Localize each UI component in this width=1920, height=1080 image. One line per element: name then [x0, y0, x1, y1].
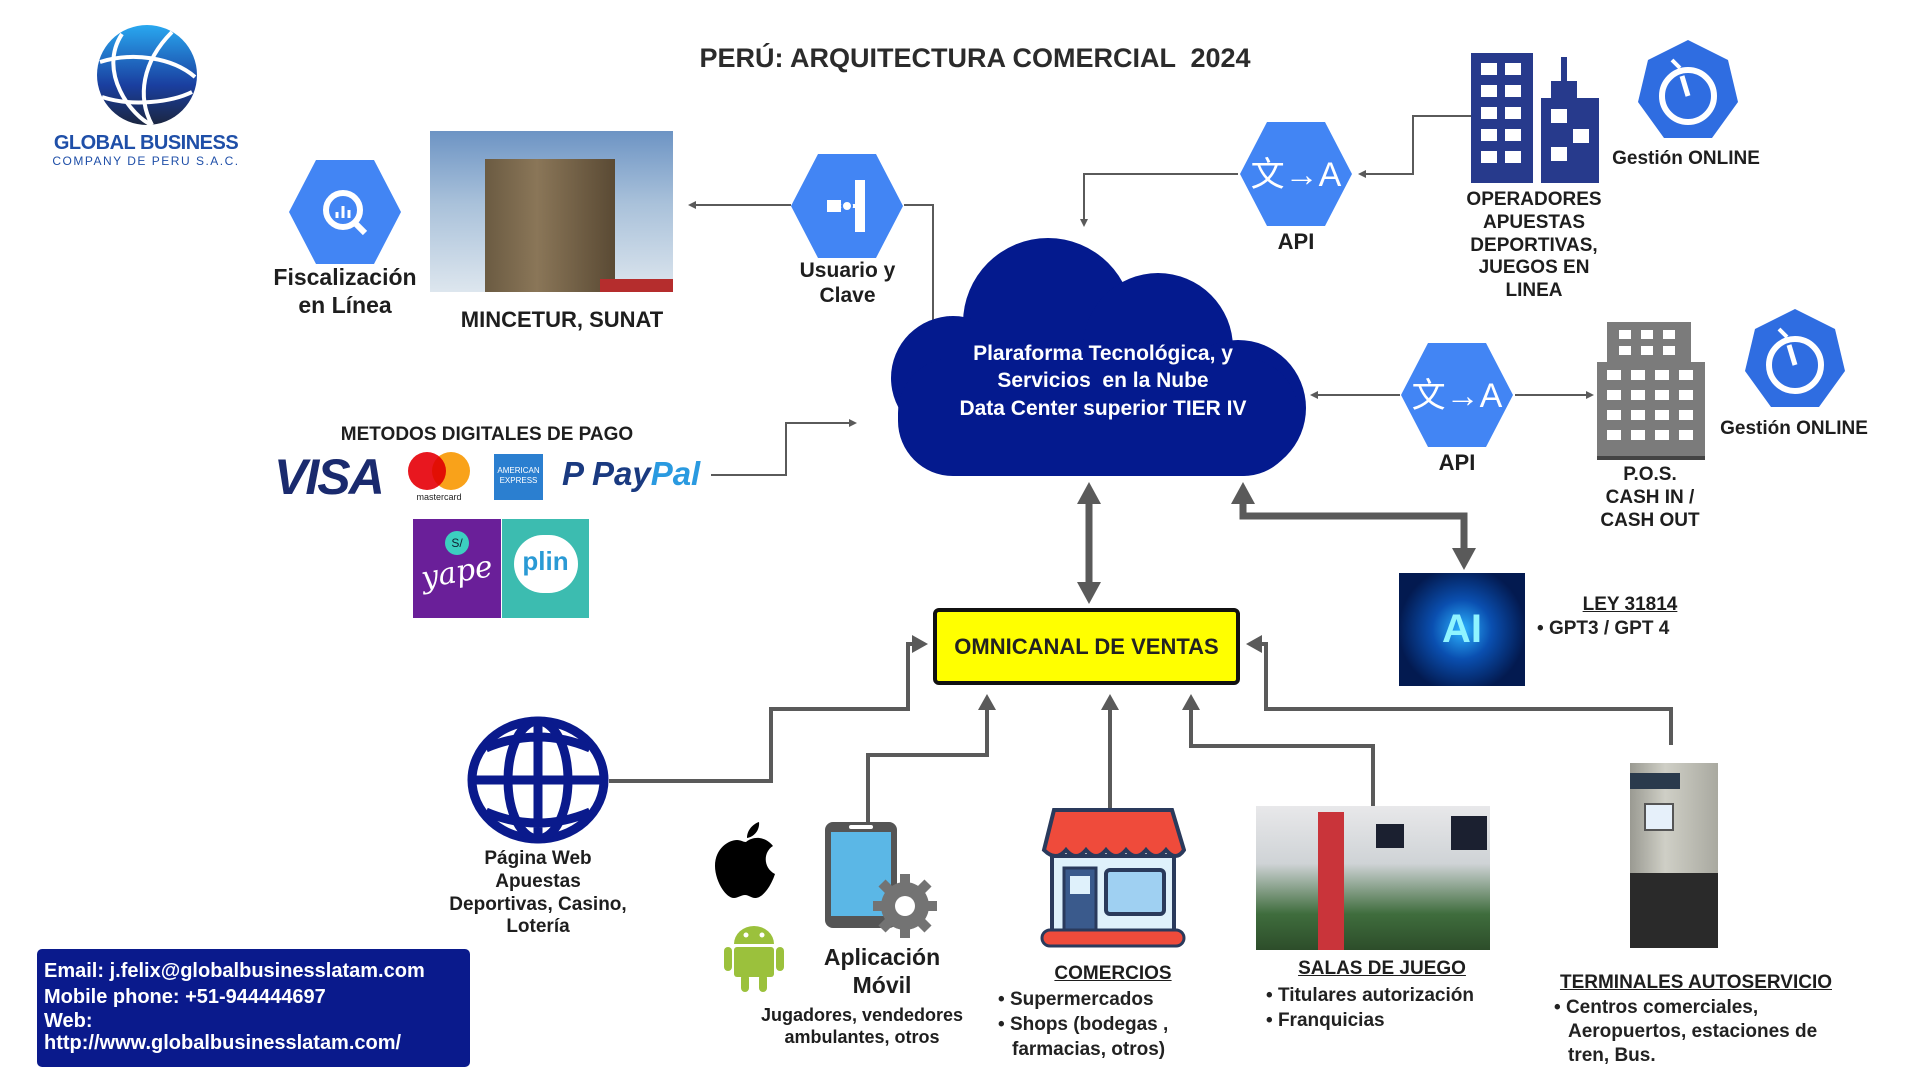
arrow-salas-omnicanal [1182, 694, 1375, 806]
gestion-online-label-2: Gestión ONLINE [1720, 418, 1868, 439]
office-buildings-icon [1471, 53, 1599, 183]
api-mid-label: API [1438, 450, 1476, 475]
api-translate-hex-icon-2 [1401, 343, 1513, 447]
company-logo: GLOBAL BUSINESS COMPANY DE PERU S.A.C. [40, 20, 252, 170]
pos-label: P.O.S.CASH IN /CASH OUT [1600, 464, 1700, 531]
pos-building-icon [1597, 322, 1705, 460]
arrow-app-omnicanal [866, 694, 996, 824]
api-glyph: 文→A [1250, 156, 1342, 194]
visa-logo: VISA [274, 449, 385, 505]
ai-image: AI [1399, 573, 1525, 686]
gestion-online-label-1: Gestión ONLINE [1612, 148, 1760, 169]
salas-title: SALAS DE JUEGO [1298, 958, 1466, 979]
mincetur-building-photo [430, 131, 673, 292]
self-service-kiosk-photo [1630, 763, 1722, 958]
payment-methods-title: METODOS DIGITALES DE PAGO [340, 424, 634, 445]
paypal-logo: P PayPal [562, 455, 701, 492]
logo-name: GLOBAL BUSINESS [53, 132, 239, 154]
plin-logo: plin [502, 519, 589, 618]
page-title: PERÚ: ARQUITECTURA COMERCIAL 2024 [699, 43, 1251, 73]
contact-phone[interactable]: Mobile phone: +51-944444697 [44, 986, 326, 1008]
contact-web-label: Web: [44, 1010, 93, 1032]
globe-web-icon [467, 716, 609, 844]
terminales-list: Centros comerciales,Aeropuertos, estacio… [1554, 996, 1817, 1068]
arrow-cloud-ai [1231, 482, 1476, 570]
mastercard-logo: mastercard [408, 452, 470, 502]
terminales-title: TERMINALES AUTOSERVICIO [1559, 972, 1832, 993]
contact-web-link[interactable]: http://www.globalbusinesslatam.com/ [44, 1032, 402, 1054]
cloud-platform-shape [891, 238, 1306, 476]
logo-subtitle: COMPANY DE PERU S.A.C. [52, 154, 240, 168]
comercios-title: COMERCIOS [1054, 963, 1172, 984]
arrow-terminales-omnicanal [1246, 635, 1673, 745]
comercios-list: SupermercadosShops (bodegas ,farmacias, … [998, 987, 1168, 1062]
user-key-hex-icon [791, 154, 903, 258]
arrow-web-omnicanal [609, 635, 928, 783]
ai-list: GPT3 / GPT 4 [1537, 618, 1669, 640]
arrow-operadores-api [1358, 115, 1471, 178]
api-translate-hex-icon [1240, 122, 1352, 226]
salas-photo [1256, 806, 1490, 950]
omnicanal-box: OMNICANAL DE VENTAS [933, 608, 1240, 685]
mincetur-label: MINCETUR, SUNAT [460, 307, 664, 332]
apple-icon [715, 822, 775, 898]
globe-logo-icon [97, 25, 197, 127]
arrow-api-cloud [1080, 173, 1238, 227]
mobile-phone-settings-icon [825, 822, 937, 938]
yape-logo: S/yape [413, 519, 501, 618]
contact-box: Email: j.felix@globalbusinesslatam.com M… [37, 949, 470, 1067]
contact-email[interactable]: Email: j.felix@globalbusinesslatam.com [44, 960, 425, 982]
api-glyph-2: 文→A [1411, 377, 1503, 415]
store-icon [1040, 808, 1186, 948]
gauge-management-icon-2 [1745, 309, 1845, 407]
android-icon [724, 926, 784, 992]
ley-label: LEY 31814 [1582, 594, 1678, 615]
analytics-search-hex-icon [289, 160, 401, 264]
api-top-label: API [1277, 229, 1315, 254]
arrow-pagos-cloud [711, 419, 857, 476]
salas-list: Titulares autorizaciónFranquicias [1266, 983, 1474, 1033]
gauge-management-icon [1638, 40, 1738, 138]
